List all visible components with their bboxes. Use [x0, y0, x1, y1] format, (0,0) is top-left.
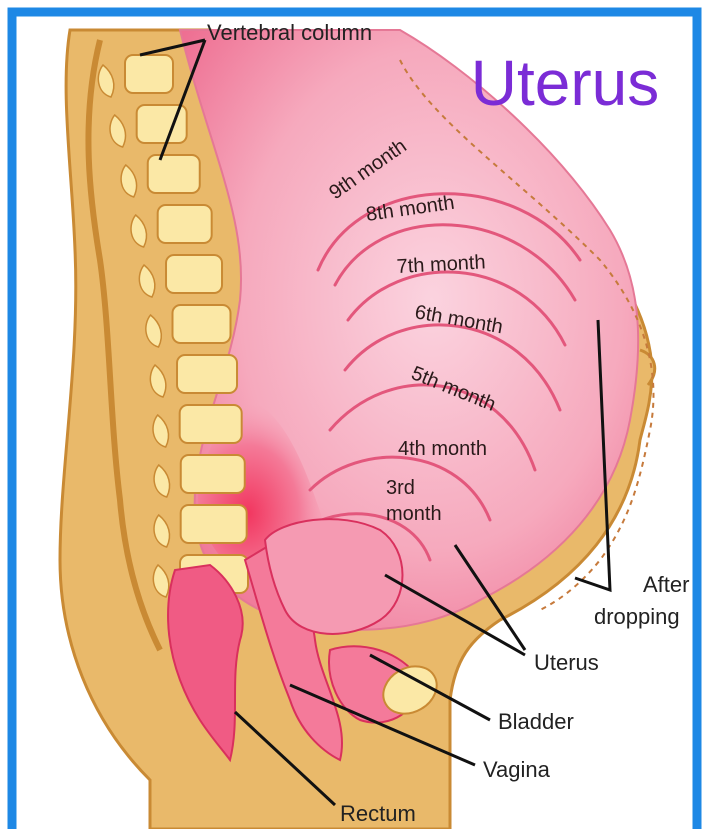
label-month-4: 4th month: [398, 438, 487, 460]
spinous-process: [130, 213, 148, 248]
spinous-process: [109, 113, 127, 148]
spinous-process: [149, 363, 167, 398]
vertebra: [135, 104, 188, 144]
spinous-process: [152, 563, 170, 598]
leader-lines: [139, 38, 612, 807]
label-month-7: 7th month: [396, 251, 486, 278]
vertebral-column: [85, 39, 163, 652]
vertebra: [179, 454, 246, 494]
label-uterus: Uterus: [534, 650, 599, 675]
vertebrae: [97, 54, 249, 598]
label-vertebral-column: Vertebral column: [207, 20, 372, 45]
rectum-shape: [167, 563, 244, 763]
vertebra: [156, 204, 213, 244]
spinous-process: [153, 513, 171, 548]
small-uterus-shape: [263, 518, 404, 635]
spinous-process: [152, 413, 170, 448]
spinous-process: [153, 463, 171, 498]
label-month-3-line2: month: [386, 503, 442, 525]
label-rectum: Rectum: [340, 801, 416, 826]
navel: [639, 348, 657, 386]
label-vagina: Vagina: [483, 757, 551, 782]
label-after: After: [643, 572, 689, 597]
vertebra: [179, 504, 248, 544]
spinous-process: [120, 163, 138, 198]
blue-border: [7, 7, 702, 829]
after-dropping-outline: [399, 59, 655, 611]
vertebra: [171, 304, 232, 344]
month-arcs: [288, 192, 582, 562]
vertebra: [146, 154, 201, 194]
label-bladder: Bladder: [498, 709, 574, 734]
diagram-title: Uterus: [471, 47, 660, 119]
spinous-process: [145, 313, 162, 348]
spinous-process: [138, 263, 156, 298]
vertebra: [176, 354, 239, 394]
label-dropping: dropping: [594, 604, 680, 629]
vertebra: [178, 404, 243, 444]
spinous-process: [97, 63, 115, 98]
vertebra: [124, 54, 174, 94]
vertebra: [165, 254, 224, 294]
label-month-3-line1: 3rd: [386, 477, 415, 499]
